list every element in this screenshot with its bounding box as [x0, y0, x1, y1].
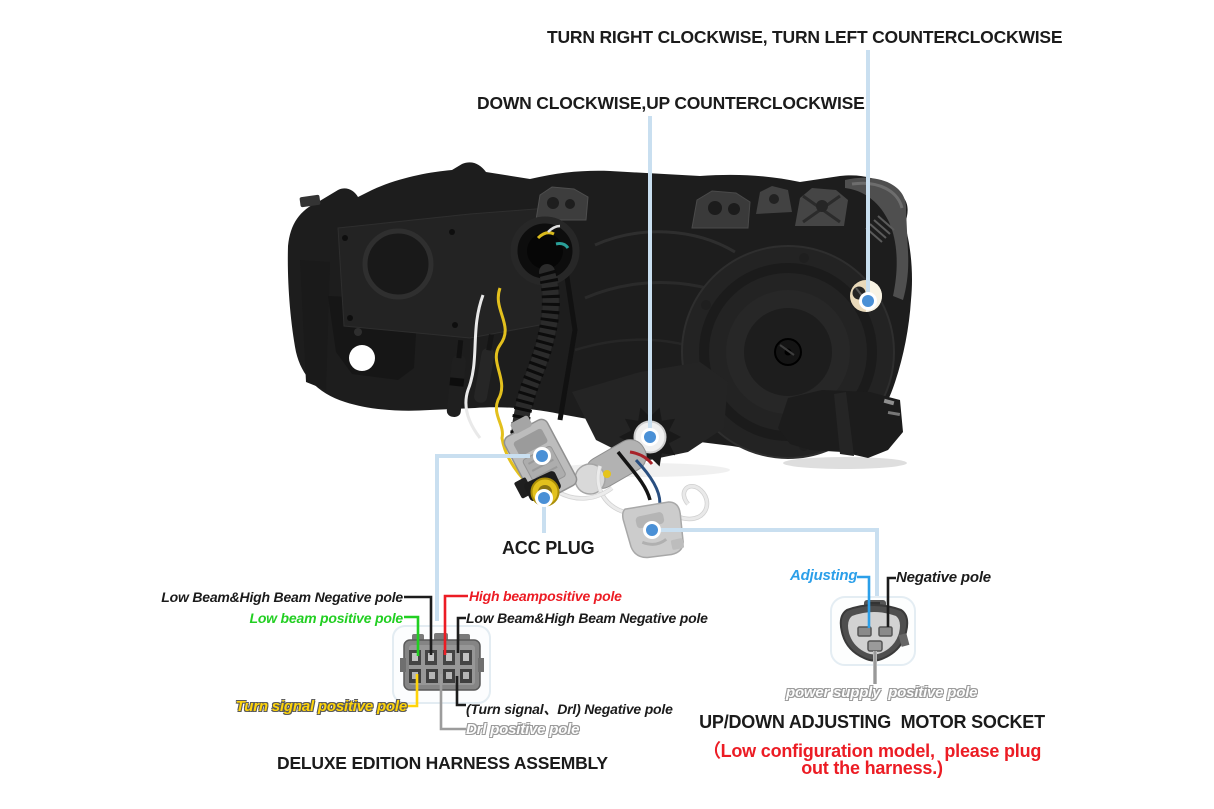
- motor-socket-diagram: [830, 575, 916, 684]
- negative-pole-leader: [886, 576, 896, 627]
- callout-dot: [641, 428, 659, 446]
- adjusting-leader: [857, 575, 871, 628]
- pin-leader-yellow: [406, 674, 419, 708]
- pin-leader-red: [443, 594, 468, 655]
- callout-dot: [859, 292, 877, 310]
- pin-leader-black-3: [455, 676, 466, 707]
- pin-leader-green: [404, 615, 420, 656]
- mounting-clips: [299, 186, 848, 229]
- label-low-beam-positive: Low beam positive pole: [249, 610, 403, 626]
- callout-leader-lines: [435, 50, 879, 621]
- harness-connector-diagram: [392, 594, 491, 731]
- label-low-high-negative-left: Low Beam&High Beam Negative pole: [161, 589, 403, 605]
- label-deluxe-harness-title: DELUXE EDITION HARNESS ASSEMBLY: [277, 753, 608, 773]
- label-motor-socket-title: UP/DOWN ADJUSTING MOTOR SOCKET: [699, 712, 1045, 732]
- label-turn-right-clockwise: TURN RIGHT CLOCKWISE, TURN LEFT COUNTERC…: [547, 27, 1063, 47]
- label-down-clockwise: DOWN CLOCKWISE,UP COUNTERCLOCKWISE: [477, 93, 865, 113]
- leader-motor-socket: [660, 528, 879, 597]
- leader-acc-connector: [435, 454, 530, 621]
- label-motor-note-line1: （Low configuration model, please plug: [702, 741, 1042, 761]
- callout-dot: [533, 447, 551, 465]
- bulb-socket-and-loom: [510, 216, 580, 446]
- callout-dots: [533, 292, 877, 539]
- label-turn-drl-negative: (Turn signal、Drl) Negative pole: [466, 701, 673, 717]
- lens-edge: [845, 177, 909, 300]
- label-turn-signal-positive: Turn signal positive pole: [235, 698, 408, 715]
- label-power-supply-positive: power supply positive pole: [786, 684, 978, 701]
- callout-dot: [643, 521, 661, 539]
- bottom-right-bracket: [778, 390, 903, 458]
- label-acc-plug: ACC PLUG: [502, 538, 595, 558]
- callout-dot: [535, 489, 553, 507]
- pin-leader-gray: [439, 674, 466, 731]
- inline-connectors: [446, 334, 495, 417]
- label-motor-note-line2: out the harness.): [801, 758, 943, 778]
- label-low-high-negative-right: Low Beam&High Beam Negative pole: [466, 610, 708, 626]
- label-negative-pole: Negative pole: [896, 569, 991, 586]
- label-high-beam-positive: High beampositive pole: [469, 588, 622, 604]
- pin-leader-black-2: [456, 616, 466, 653]
- label-drl-positive: Drl positive pole: [466, 721, 580, 738]
- pin-leader-black-1: [404, 595, 433, 655]
- label-adjusting: Adjusting: [790, 567, 858, 584]
